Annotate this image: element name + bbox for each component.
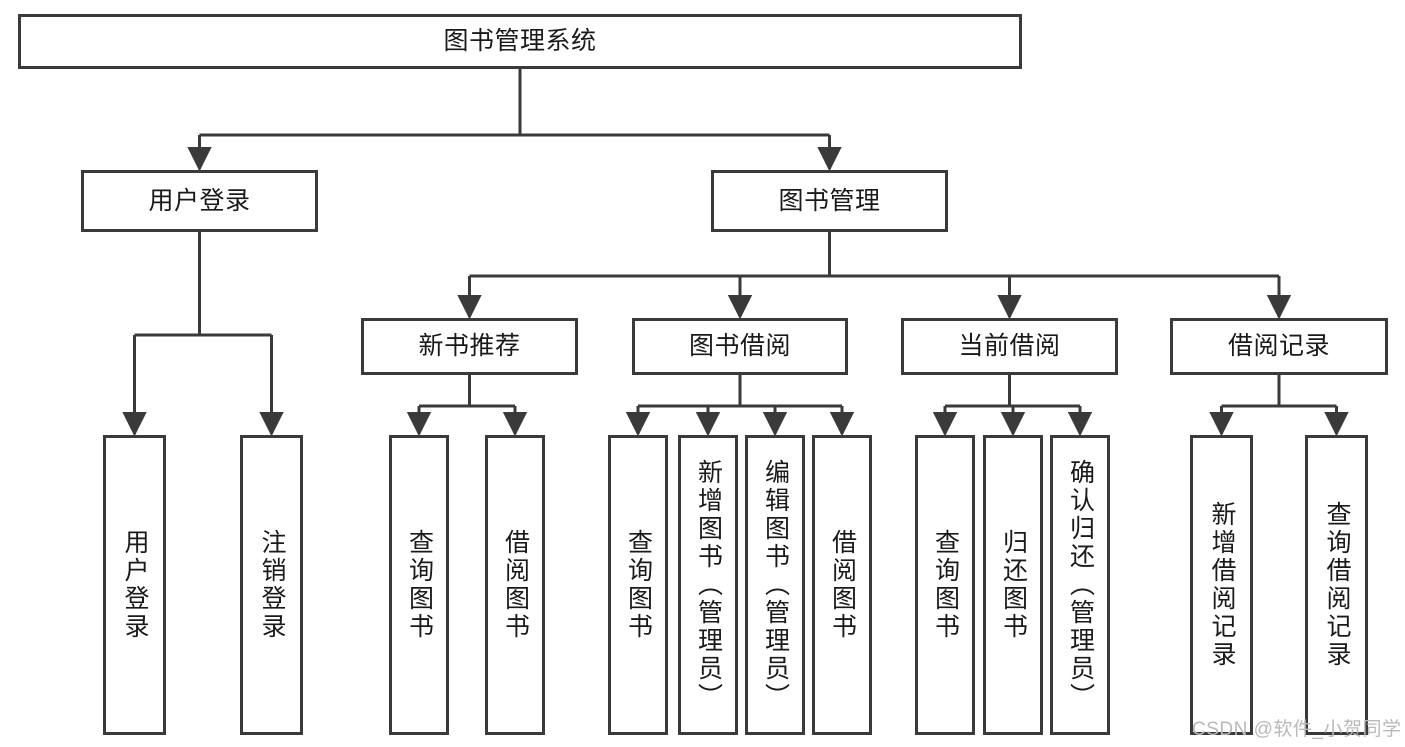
node-leaf-user-login[interactable]: 用户登录 xyxy=(103,435,166,735)
node-label: 新书推荐 xyxy=(418,332,521,361)
node-leaf-user-logout[interactable]: 注销登录 xyxy=(240,435,303,735)
node-label: 查询借阅记录 xyxy=(1323,501,1351,669)
node-label: 编辑图书（管理员） xyxy=(761,459,790,711)
node-label: 当前借阅 xyxy=(958,332,1061,361)
node-label: 新增图书（管理员） xyxy=(694,459,723,711)
node-leaf-bw-add[interactable]: 新增图书（管理员） xyxy=(678,435,738,735)
node-label: 用户登录 xyxy=(121,529,149,641)
node-leaf-cu-return[interactable]: 归还图书 xyxy=(983,435,1043,735)
node-newbook[interactable]: 新书推荐 xyxy=(361,318,578,375)
watermark: CSDN @软件_小贺同学 xyxy=(1192,719,1402,740)
node-label: 借阅记录 xyxy=(1227,332,1330,361)
node-label: 用户登录 xyxy=(148,186,251,215)
node-label: 查询图书 xyxy=(405,529,434,641)
edge-group xyxy=(122,69,1349,437)
node-bookmgmt[interactable]: 图书管理 xyxy=(711,170,948,232)
node-leaf-nb-borrow[interactable]: 借阅图书 xyxy=(485,435,545,735)
node-label: 查询图书 xyxy=(624,529,653,641)
node-borrow[interactable]: 图书借阅 xyxy=(632,318,848,375)
node-label: 图书管理系统 xyxy=(443,27,597,56)
node-label: 图书管理 xyxy=(778,186,881,215)
node-label: 确认归还（管理员） xyxy=(1066,459,1095,711)
node-leaf-rc-query[interactable]: 查询借阅记录 xyxy=(1305,435,1368,735)
node-leaf-cu-query[interactable]: 查询图书 xyxy=(915,435,975,735)
node-label: 查询图书 xyxy=(931,529,960,641)
node-label: 新增借阅记录 xyxy=(1208,501,1236,669)
node-records[interactable]: 借阅记录 xyxy=(1170,318,1388,375)
node-current[interactable]: 当前借阅 xyxy=(901,318,1118,375)
node-leaf-cu-confirm[interactable]: 确认归还（管理员） xyxy=(1050,435,1110,735)
node-login[interactable]: 用户登录 xyxy=(81,170,318,232)
node-label: 注销登录 xyxy=(258,529,286,641)
node-label: 借阅图书 xyxy=(828,529,857,641)
node-leaf-bw-borrow[interactable]: 借阅图书 xyxy=(812,435,872,735)
node-label: 借阅图书 xyxy=(501,529,530,641)
node-leaf-rc-add[interactable]: 新增借阅记录 xyxy=(1190,435,1253,735)
node-label: 图书借阅 xyxy=(688,332,791,361)
node-leaf-bw-query[interactable]: 查询图书 xyxy=(608,435,668,735)
node-root[interactable]: 图书管理系统 xyxy=(18,14,1022,69)
node-leaf-nb-query[interactable]: 查询图书 xyxy=(389,435,449,735)
node-label: 归还图书 xyxy=(999,529,1028,641)
node-leaf-bw-edit[interactable]: 编辑图书（管理员） xyxy=(745,435,805,735)
